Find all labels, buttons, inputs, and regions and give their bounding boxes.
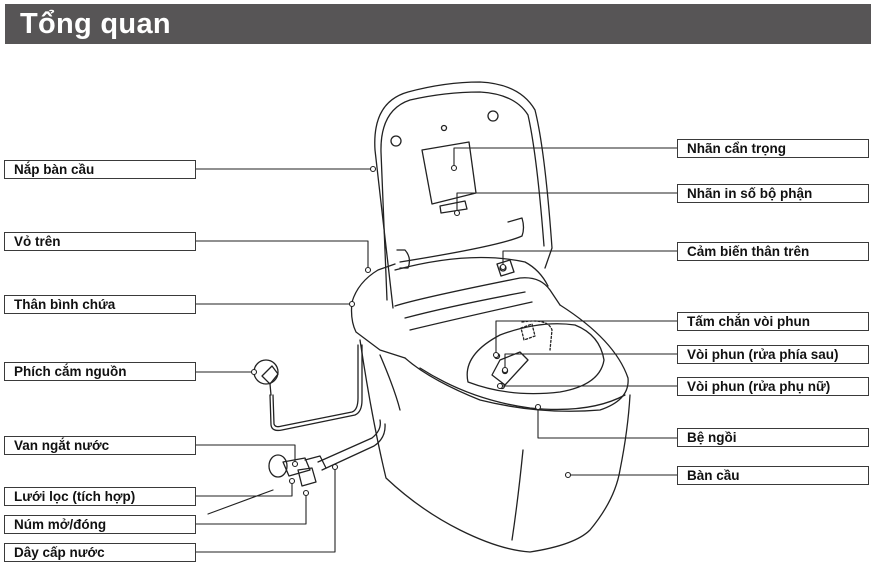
label-bowl: Bàn cầu: [677, 466, 869, 485]
label-power-plug: Phích cắm nguồn: [4, 362, 196, 381]
label-upper-cover: Vỏ trên: [4, 232, 196, 251]
title-bar: Tổng quan: [5, 4, 871, 44]
page-title: Tổng quan: [20, 8, 171, 40]
leader-lines: [195, 147, 678, 553]
power-plug-drawing: [253, 344, 363, 432]
bowl-drawing: [359, 339, 631, 553]
label-front-nozzle: Vòi phun (rửa phụ nữ): [677, 377, 869, 396]
label-seat-lid: Nắp bàn cầu: [4, 160, 196, 179]
label-nozzle-shutter: Tấm chắn vòi phun: [677, 312, 869, 331]
label-seat: Bệ ngồi: [677, 428, 869, 447]
label-shutoff-valve: Van ngắt nước: [4, 436, 196, 455]
tank-drawing: [350, 256, 561, 359]
label-open-close-knob: Núm mở/đóng: [4, 515, 196, 534]
label-rear-nozzle: Vòi phun (rửa phía sau): [677, 345, 869, 364]
label-filter: Lưới lọc (tích hợp): [4, 487, 196, 506]
label-supply-hose: Dây cấp nước: [4, 543, 196, 562]
label-caution-label: Nhãn cẩn trọng: [677, 139, 869, 158]
label-body-sensor: Cảm biến thân trên: [677, 242, 869, 261]
seat-lid-drawing: [374, 81, 553, 309]
seat-drawing: [404, 304, 629, 412]
label-tank-body: Thân bình chứa: [4, 295, 196, 314]
label-part-number-label: Nhãn in số bộ phận: [677, 184, 869, 203]
valve-drawing: [268, 419, 386, 487]
